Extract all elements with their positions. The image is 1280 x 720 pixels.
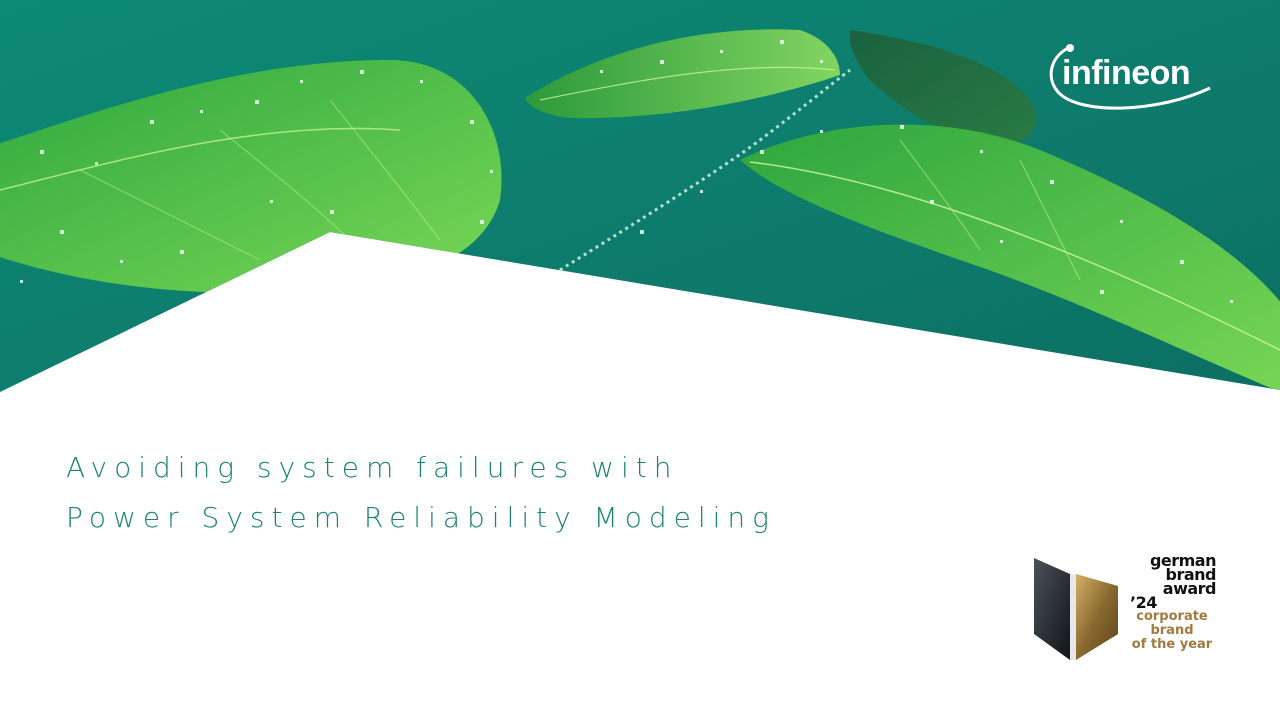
- german-brand-award-badge: german brand award ’24 corporate brand o…: [1028, 552, 1228, 672]
- award-year: ’24: [1130, 593, 1157, 612]
- award-sub-corporate: corporate: [1136, 609, 1208, 624]
- award-sub-brand: brand: [1150, 623, 1194, 638]
- infineon-logo: infineon: [1040, 30, 1225, 120]
- award-sub-of-the-year: of the year: [1131, 637, 1213, 652]
- award-line-award: award: [1162, 579, 1217, 598]
- award-line-german: german: [1149, 551, 1217, 570]
- title-line-2: Power System Reliability Modeling: [66, 501, 776, 534]
- award-line-brand: brand: [1165, 565, 1217, 584]
- presentation-title: Avoiding system failures with Power Syst…: [66, 444, 776, 544]
- title-line-1: Avoiding system failures with: [66, 451, 679, 484]
- leaf-banner-image: [0, 0, 1280, 392]
- logo-text: infineon: [1062, 54, 1190, 92]
- award-trophy-icon: [1034, 558, 1118, 660]
